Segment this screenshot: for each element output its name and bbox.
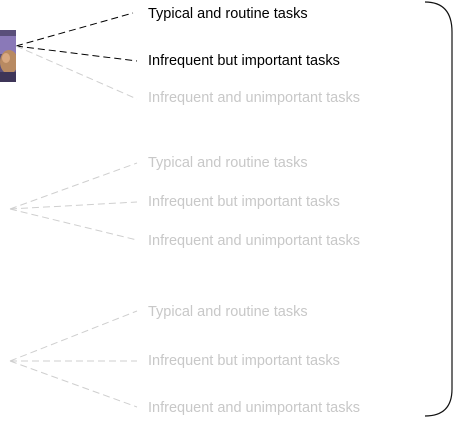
group-2-item-2-label: Infrequent but important tasks (148, 194, 340, 210)
group-frame (424, 1, 453, 417)
photo-thumbnail-icon (0, 30, 16, 82)
group-2-item-1-label: Typical and routine tasks (148, 155, 308, 171)
connector-g1-i2 (15, 45, 138, 62)
group-2-item-3-label: Infrequent and unimportant tasks (148, 233, 360, 249)
connector-g1-i1 (15, 12, 134, 47)
connector-g2-i2 (9, 201, 138, 210)
group-1-item-2-label: Infrequent but important tasks (148, 53, 340, 69)
group-3-item-2-label: Infrequent but important tasks (148, 353, 340, 369)
connector-g2-i1 (9, 162, 138, 210)
connector-g3-i1 (9, 310, 138, 362)
group-3-item-1-label: Typical and routine tasks (148, 304, 308, 320)
connector-g1-i3 (15, 45, 138, 100)
group-1-item-1-label: Typical and routine tasks (148, 6, 308, 22)
connector-g2-i3 (9, 208, 138, 241)
group-1-item-3-label: Infrequent and unimportant tasks (148, 90, 360, 106)
connector-g3-i3 (9, 360, 138, 408)
group-3-item-3-label: Infrequent and unimportant tasks (148, 400, 360, 416)
